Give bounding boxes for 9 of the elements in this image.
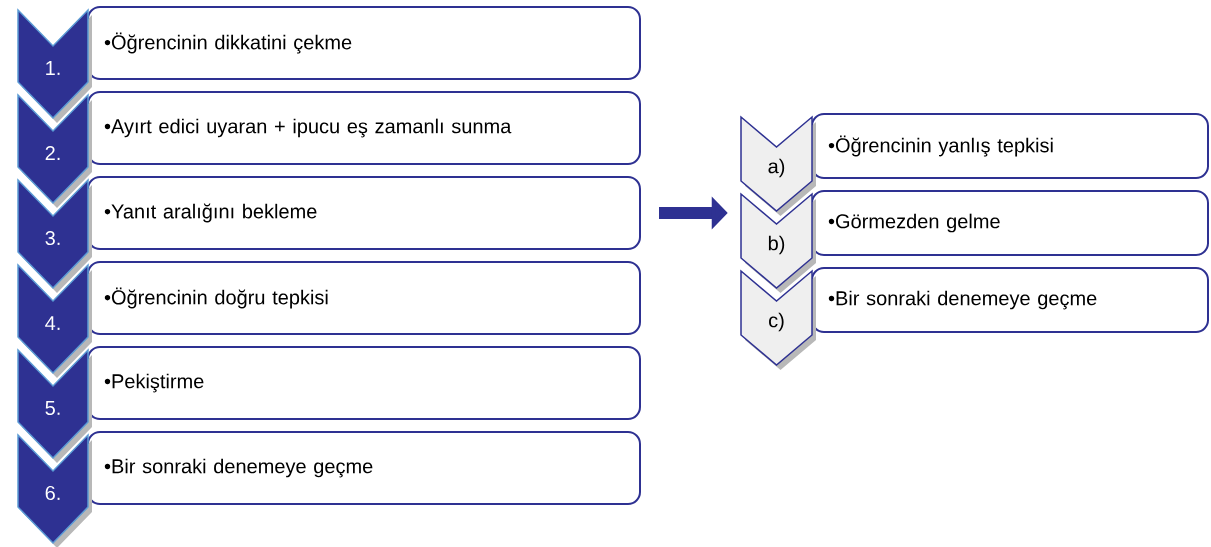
text-box: •Bir sonraki denemeye geçme (87, 431, 641, 505)
text-box: •Görmezden gelme (811, 190, 1209, 256)
text-box: •Pekiştirme (87, 346, 641, 420)
text-box: •Öğrencinin dikkatini çekme (87, 6, 641, 80)
text-box: •Öğrencinin yanlış tepkisi (811, 113, 1209, 179)
text-box: •Ayırt edici uyaran + ipucu eş zamanlı sunma (87, 91, 641, 165)
text-box: •Öğrencinin doğru tepkisi (87, 261, 641, 335)
text-box: •Bir sonraki denemeye geçme (811, 267, 1209, 333)
text-box: •Yanıt aralığını bekleme (87, 176, 641, 250)
